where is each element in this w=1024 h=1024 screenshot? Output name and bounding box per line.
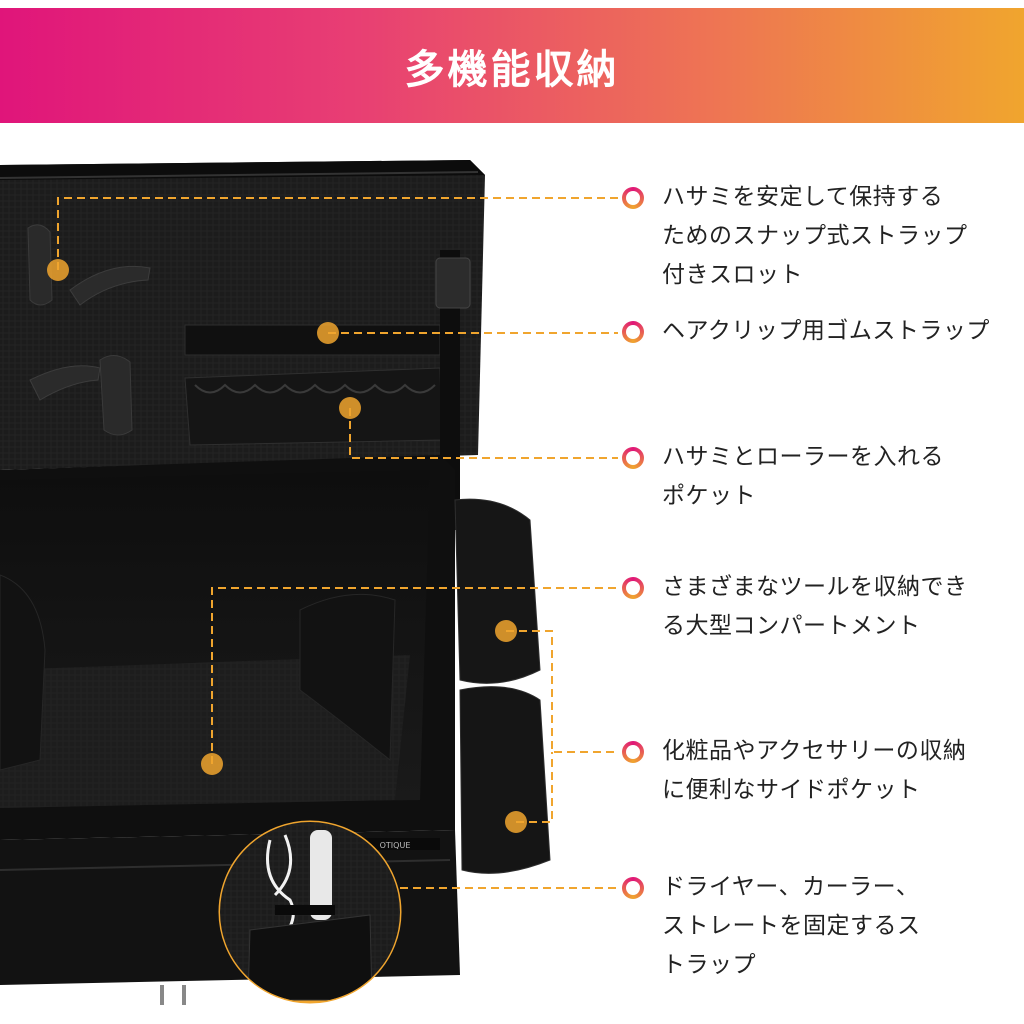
feature-1-text: ハサミを安定して保持する ためのスナップ式ストラップ 付きスロット [662, 184, 968, 288]
ring-bullet-icon [622, 187, 644, 209]
ring-bullet-icon [622, 577, 644, 599]
ring-bullet-icon [622, 321, 644, 343]
feature-5-text: 化粧品やアクセサリーの収納 に便利なサイドポケット [662, 738, 967, 803]
ring-bullet-icon [622, 877, 644, 899]
feature-3-text: ハサミとローラーを入れる ポケット [662, 444, 944, 509]
ring-bullet-icon [622, 741, 644, 763]
banner-title: 多機能収納 [404, 46, 620, 93]
brand-label: OTIQUE [380, 841, 411, 850]
ring-bullet-icon [622, 447, 644, 469]
product-photo: OTIQUE [0, 160, 551, 1005]
feature-6-text: ドライヤー、カーラー、 ストレートを固定するス トラップ [662, 874, 921, 978]
title-banner: 多機能収納 [0, 8, 1024, 123]
feature-4-text: さまざまなツールを収納でき る大型コンパートメント [662, 574, 968, 639]
feature-2-text: ヘアクリップ用ゴムストラップ [662, 318, 990, 344]
